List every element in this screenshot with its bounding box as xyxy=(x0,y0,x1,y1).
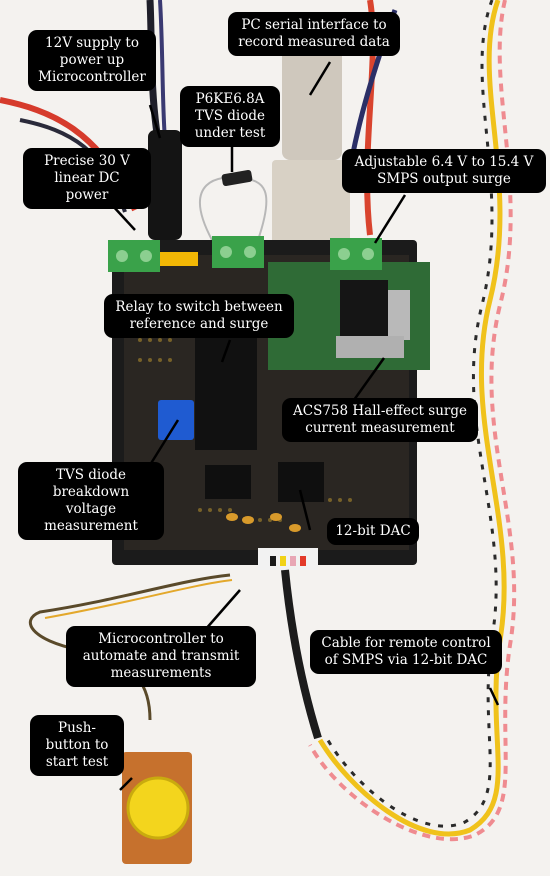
tvs-diode-body xyxy=(221,169,253,187)
label-hall-effect: ACS758 Hall-effect surge current measure… xyxy=(282,398,478,442)
usb-cable xyxy=(282,40,342,160)
terminal-block-linear xyxy=(108,240,160,272)
dc-barrel-jack xyxy=(148,130,182,240)
terminal-block-smps xyxy=(330,238,382,270)
label-linear-dc: Precise 30 V linear DC power xyxy=(23,148,151,209)
supply-cable-purple xyxy=(158,0,167,141)
label-smps-surge: Adjustable 6.4 V to 15.4 V SMPS output s… xyxy=(342,149,546,193)
label-12v-supply: 12V supply to power up Microcontroller xyxy=(28,30,156,91)
wire-header xyxy=(258,548,318,570)
usb-plug xyxy=(272,160,350,250)
label-dac: 12-bit DAC xyxy=(327,518,419,545)
label-remote-cable: Cable for remote control of SMPS via 12-… xyxy=(310,630,502,674)
hall-sensor-tab-2 xyxy=(336,336,404,358)
label-microcontroller: Microcontroller to automate and transmit… xyxy=(66,626,256,687)
hall-sensor-tab xyxy=(388,290,410,340)
label-push-button: Push- button to start test xyxy=(30,715,124,776)
cable-down-from-header xyxy=(281,569,322,740)
label-relay: Relay to switch between reference and su… xyxy=(104,294,294,338)
label-tvs-diode: P6KE6.8A TVS diode under test xyxy=(180,86,280,147)
label-breakdown: TVS diode breakdown voltage measurement xyxy=(18,462,164,540)
ic-chip-right xyxy=(278,462,324,502)
blue-trimmer xyxy=(158,400,194,440)
yellow-connector xyxy=(160,252,198,266)
ic-chip-left xyxy=(205,465,251,499)
push-button-cap xyxy=(128,778,188,838)
capacitors xyxy=(226,513,301,532)
hall-sensor-ic xyxy=(340,280,388,342)
relay-module xyxy=(195,335,257,450)
terminal-block-tvs xyxy=(212,236,264,268)
label-pc-serial: PC serial interface to record measured d… xyxy=(228,12,400,56)
twisted-cable-pink xyxy=(308,0,517,842)
